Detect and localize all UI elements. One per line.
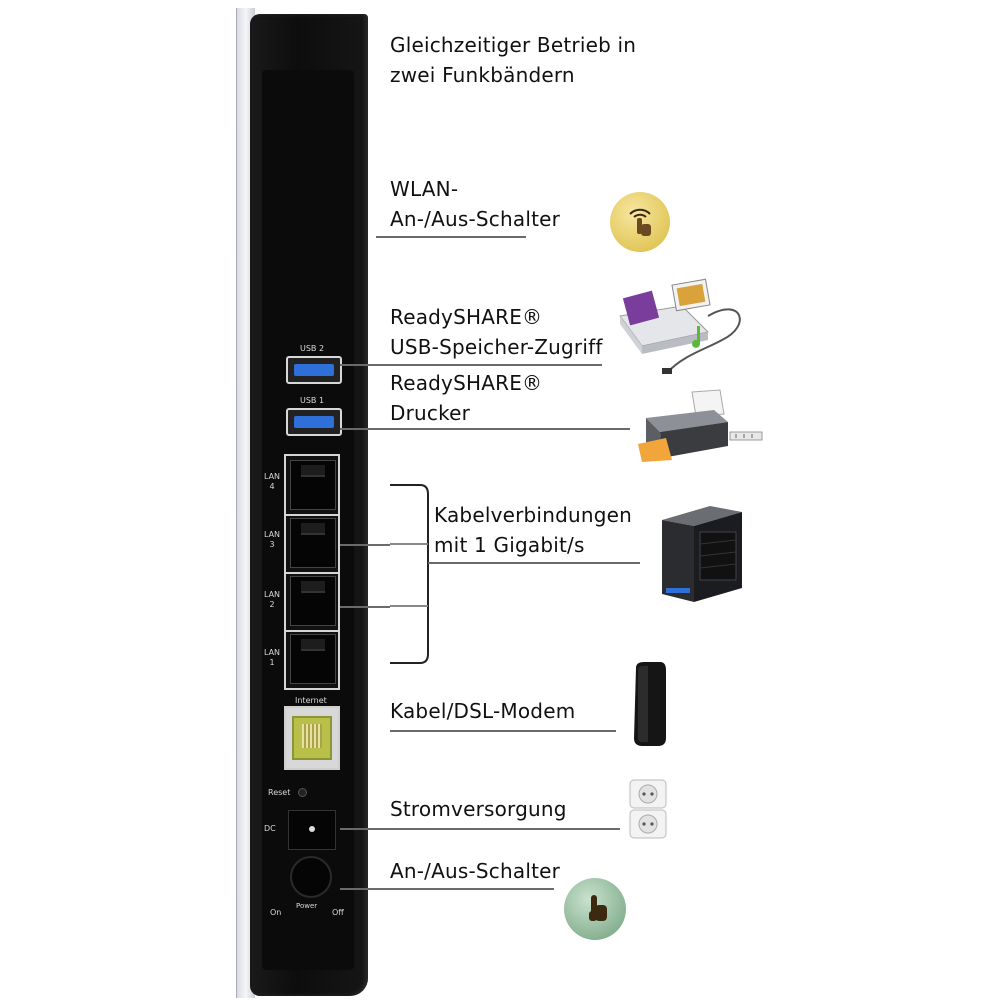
modem-icon [630,660,672,748]
callout-readyshare-usb: ReadySHARE® USB-Speicher-Zugriff [390,302,603,362]
power-label: Power [296,902,318,910]
lan2-port [290,576,336,626]
onoff-rule [340,888,554,890]
lan-rule-3 [340,544,390,546]
dc-port [288,810,336,850]
lan1-label: LAN 1 [263,648,281,667]
readyshare-usb-line2: USB-Speicher-Zugriff [390,335,603,359]
lan3-label: LAN 3 [263,530,281,549]
lan-rule-2 [340,606,390,608]
gigabit-line1: Kabelverbindungen [434,503,632,527]
lan-bracket [390,484,430,664]
dc-label: DC [264,824,276,833]
lan4-port [290,460,336,510]
readyshare-usb-line1: ReadySHARE® [390,305,543,329]
callout-wlan-switch: WLAN- An-/Aus-Schalter [390,174,560,234]
lan3-port [290,518,336,568]
touch-button-icon [564,878,626,940]
callout-modem: Kabel/DSL-Modem [390,699,576,723]
usb2-port [286,356,342,384]
internet-label: Internet [295,696,327,705]
lan-port-block [284,454,340,690]
internet-port [284,706,340,770]
callout-gigabit: Kabelverbindungen mit 1 Gigabit/s [434,500,632,560]
modem-rule [390,730,616,732]
on-label: On [270,908,282,917]
lan2-label: LAN 2 [263,590,281,609]
wlan-line2: An-/Aus-Schalter [390,207,561,231]
power-supply-rule [340,828,620,830]
wlan-line1: WLAN- [390,177,459,201]
dual-band-line1: Gleichzeitiger Betrieb in [390,33,637,57]
readyshare-usb-rule [340,364,602,366]
readyshare-printer-line2: Drucker [390,401,471,425]
power-button [290,856,332,898]
dual-band-line2: zwei Funkbändern [390,63,575,87]
callout-dual-band: Gleichzeitiger Betrieb in zwei Funkbände… [390,30,636,90]
nas-storage-icon [658,502,744,604]
reset-button [298,788,307,797]
callout-power-supply: Stromversorgung [390,797,567,821]
gigabit-line2: mit 1 Gigabit/s [434,533,585,557]
wlan-rule [376,236,526,238]
reset-label: Reset [268,788,291,797]
lan1-port [290,634,336,684]
off-label: Off [332,908,344,917]
readyshare-printer-line1: ReadySHARE® [390,371,543,395]
gigabit-rule [428,562,640,564]
usb2-label: USB 2 [300,344,325,353]
usb-storage-icon [612,276,752,378]
callout-readyshare-printer: ReadySHARE® Drucker [390,368,542,428]
usb1-port [286,408,342,436]
power-outlet-icon [628,778,668,840]
callout-onoff: An-/Aus-Schalter [390,859,561,883]
lan4-label: LAN 4 [263,472,281,491]
printer-icon [632,388,772,464]
wireless-touch-icon [610,192,670,252]
usb1-label: USB 1 [300,396,325,405]
readyshare-printer-rule [340,428,630,430]
